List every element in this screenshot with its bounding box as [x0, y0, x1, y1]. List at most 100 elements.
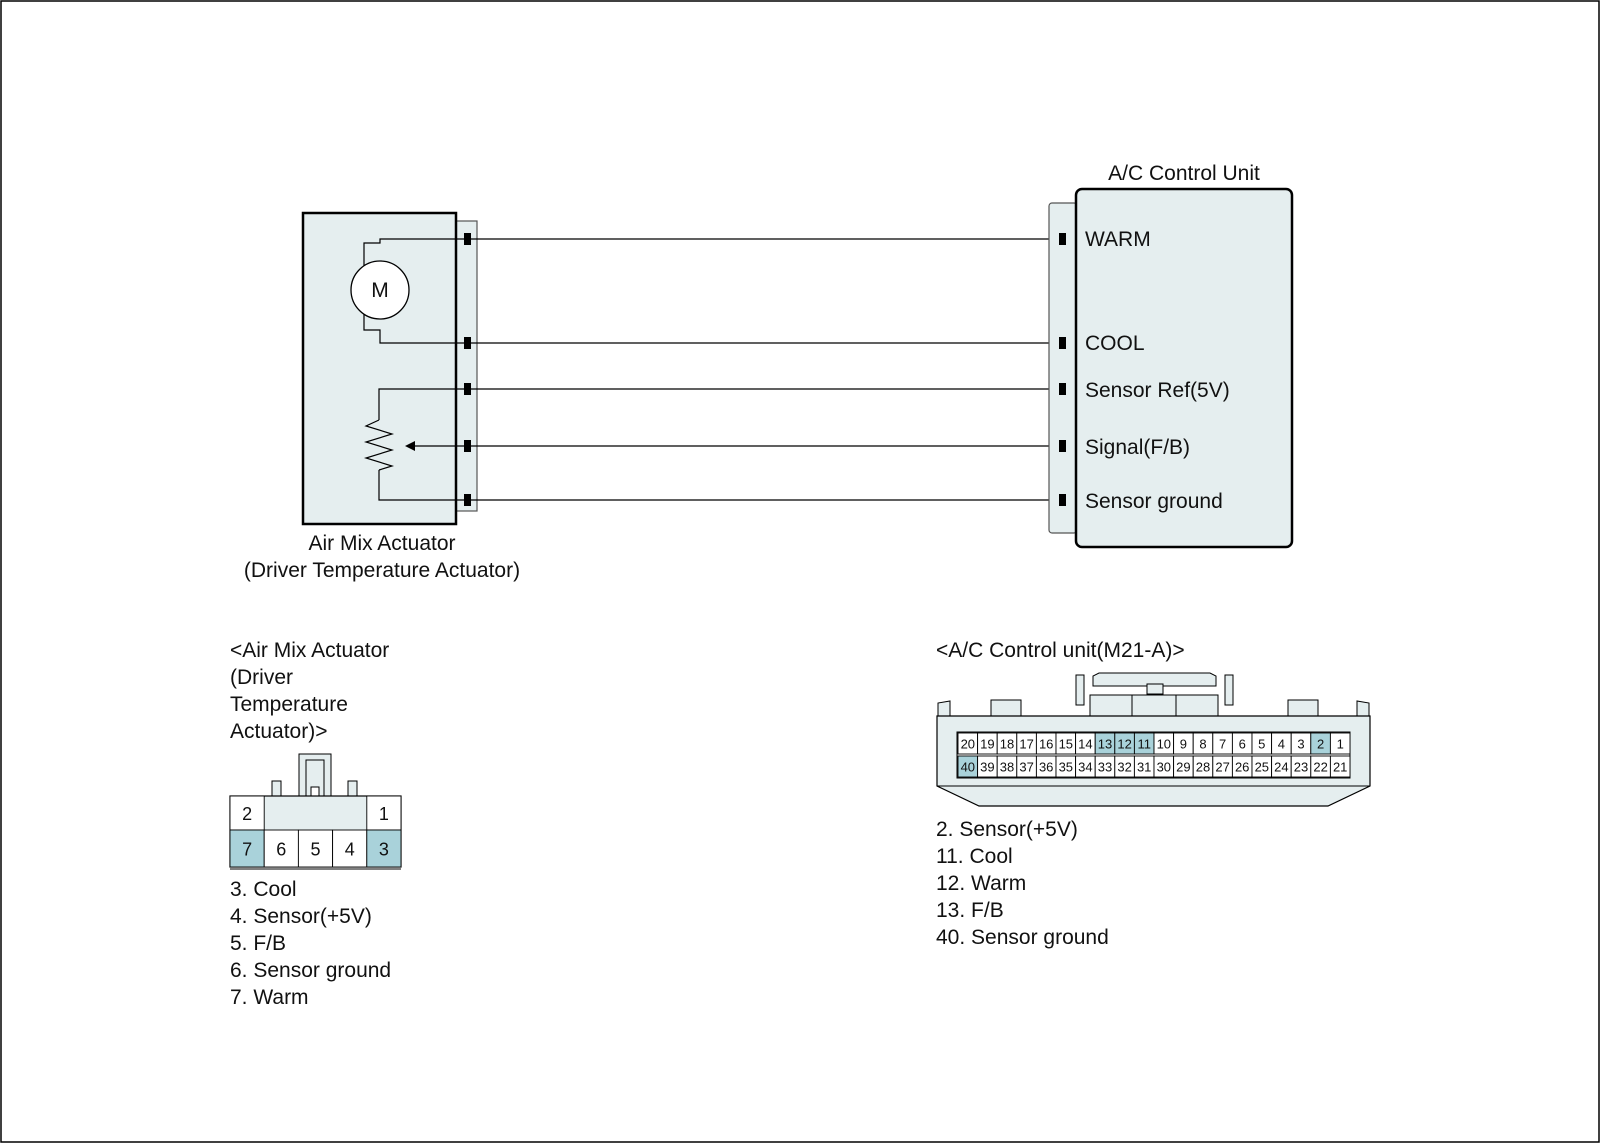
svg-text:35: 35 — [1059, 760, 1073, 775]
pin-cavity-5: 5 — [297, 829, 334, 868]
actuator-pin-legend-1: 3. Cool — [230, 878, 297, 901]
pin-cavity-37: 37 — [1016, 755, 1037, 778]
actuator-connector-title-line4: Actuator)> — [230, 720, 327, 743]
svg-text:3: 3 — [1297, 737, 1304, 752]
actuator-pin-legend-5: 7. Warm — [230, 986, 309, 1009]
pin-cavity-6: 6 — [263, 829, 299, 868]
svg-text:40: 40 — [961, 760, 975, 775]
svg-text:3: 3 — [379, 840, 389, 860]
pin-cavity-38: 38 — [996, 755, 1018, 778]
pin-cavity-34: 34 — [1075, 755, 1096, 778]
svg-text:33: 33 — [1098, 760, 1112, 775]
motor-symbol: M — [350, 238, 467, 344]
control-unit-pin-legend-2: 11. Cool — [936, 845, 1013, 868]
control-unit-pin-legend-5: 40. Sensor ground — [936, 926, 1109, 949]
svg-text:19: 19 — [980, 737, 994, 752]
svg-text:20: 20 — [961, 737, 975, 752]
pin-cavity-20: 20 — [957, 732, 979, 755]
pin-cavity-17: 17 — [1016, 732, 1037, 755]
pin-cavity-36: 36 — [1035, 755, 1057, 778]
svg-text:7: 7 — [1219, 737, 1226, 752]
actuator-caption-line2: (Driver Temperature Actuator) — [244, 559, 520, 582]
svg-text:5: 5 — [310, 840, 320, 860]
svg-text:6: 6 — [1239, 737, 1246, 752]
svg-text:32: 32 — [1117, 760, 1131, 775]
svg-text:4: 4 — [1278, 737, 1285, 752]
svg-text:1: 1 — [1337, 737, 1344, 752]
control-unit-pin-legend-1: 2. Sensor(+5V) — [936, 818, 1078, 841]
svg-text:1: 1 — [379, 804, 389, 824]
control-unit-pin-legend-4: 13. F/B — [936, 899, 1004, 922]
pin-cavity-3: 3 — [1290, 732, 1312, 755]
terminal-sensor-ground: Sensor ground — [1085, 490, 1223, 513]
terminal-cool: COOL — [1085, 332, 1145, 355]
svg-text:36: 36 — [1039, 760, 1053, 775]
pin-cavity-2: 2 — [1310, 732, 1331, 755]
terminal-signal: Signal(F/B) — [1085, 436, 1190, 459]
terminal-sensor-ref: Sensor Ref(5V) — [1085, 379, 1230, 402]
pin-cavity-11: 11 — [1133, 732, 1155, 755]
pin-cavity-24: 24 — [1271, 755, 1292, 778]
svg-text:7: 7 — [242, 840, 252, 860]
actuator-connector-title-line2: (Driver — [230, 666, 293, 689]
pin-cavity-27: 27 — [1212, 755, 1233, 778]
pin-cavity-31: 31 — [1133, 755, 1155, 778]
svg-text:28: 28 — [1196, 760, 1210, 775]
control-unit-body — [1074, 187, 1294, 549]
actuator-pin-legend-4: 6. Sensor ground — [230, 959, 391, 982]
pin-cavity-7: 7 — [229, 829, 265, 868]
pin-cavity-5: 5 — [1251, 732, 1273, 755]
svg-text:11: 11 — [1137, 737, 1151, 752]
pin-cavity-4: 4 — [332, 829, 368, 868]
svg-text:17: 17 — [1019, 737, 1033, 752]
pin-cavity-9: 9 — [1173, 732, 1194, 755]
pin-cavity-3: 3 — [366, 829, 402, 868]
svg-text:14: 14 — [1078, 737, 1092, 752]
wiper-arrow-icon — [405, 441, 415, 451]
control-unit-block: A/C Control Unit WARM COOL Sensor Ref(5V… — [1048, 162, 1294, 549]
motor-icon — [350, 260, 410, 320]
svg-text:26: 26 — [1235, 760, 1249, 775]
pin-cavity-19: 19 — [977, 732, 998, 755]
svg-text:2: 2 — [242, 804, 252, 824]
control-unit-connector-title: <A/C Control unit(M21-A)> — [936, 639, 1185, 662]
motor-label: M — [371, 279, 389, 302]
actuator-pin-legend-3: 5. F/B — [230, 932, 286, 955]
control-unit-pin-legend-3: 12. Warm — [936, 872, 1026, 895]
pin-cavity-14: 14 — [1075, 732, 1096, 755]
pin-cavity-23: 23 — [1290, 755, 1312, 778]
pin-cavity-16: 16 — [1035, 732, 1057, 755]
svg-text:29: 29 — [1176, 760, 1190, 775]
svg-text:23: 23 — [1294, 760, 1308, 775]
pin-cavity-32: 32 — [1114, 755, 1135, 778]
pin-cavity-4: 4 — [1271, 732, 1292, 755]
pin-cavity-33: 33 — [1094, 755, 1116, 778]
actuator-connector-title-line3: Temperature — [230, 693, 348, 716]
pin-cavity-40: 40 — [957, 755, 979, 778]
svg-text:39: 39 — [980, 760, 994, 775]
pin-cavity-28: 28 — [1192, 755, 1214, 778]
svg-text:13: 13 — [1098, 737, 1112, 752]
control-unit-connector-strip — [1048, 202, 1078, 534]
potentiometer-symbol — [363, 388, 467, 501]
actuator-connector-strip — [454, 220, 478, 512]
svg-text:6: 6 — [276, 840, 286, 860]
svg-text:2: 2 — [1317, 737, 1324, 752]
resistor-icon — [363, 419, 395, 471]
pin-cavity-6: 6 — [1231, 732, 1253, 755]
control-unit-title: A/C Control Unit — [1108, 162, 1260, 185]
actuator-pins — [464, 233, 471, 506]
pin-cavity-10: 10 — [1153, 732, 1175, 755]
pin-cavity-21: 21 — [1329, 755, 1351, 778]
pin-cavity-29: 29 — [1173, 755, 1194, 778]
svg-text:9: 9 — [1180, 737, 1187, 752]
lock-tab-icon — [1092, 672, 1217, 687]
pin-cavity-13: 13 — [1094, 732, 1116, 755]
svg-text:12: 12 — [1117, 737, 1131, 752]
svg-text:10: 10 — [1157, 737, 1171, 752]
terminal-warm: WARM — [1085, 228, 1151, 251]
